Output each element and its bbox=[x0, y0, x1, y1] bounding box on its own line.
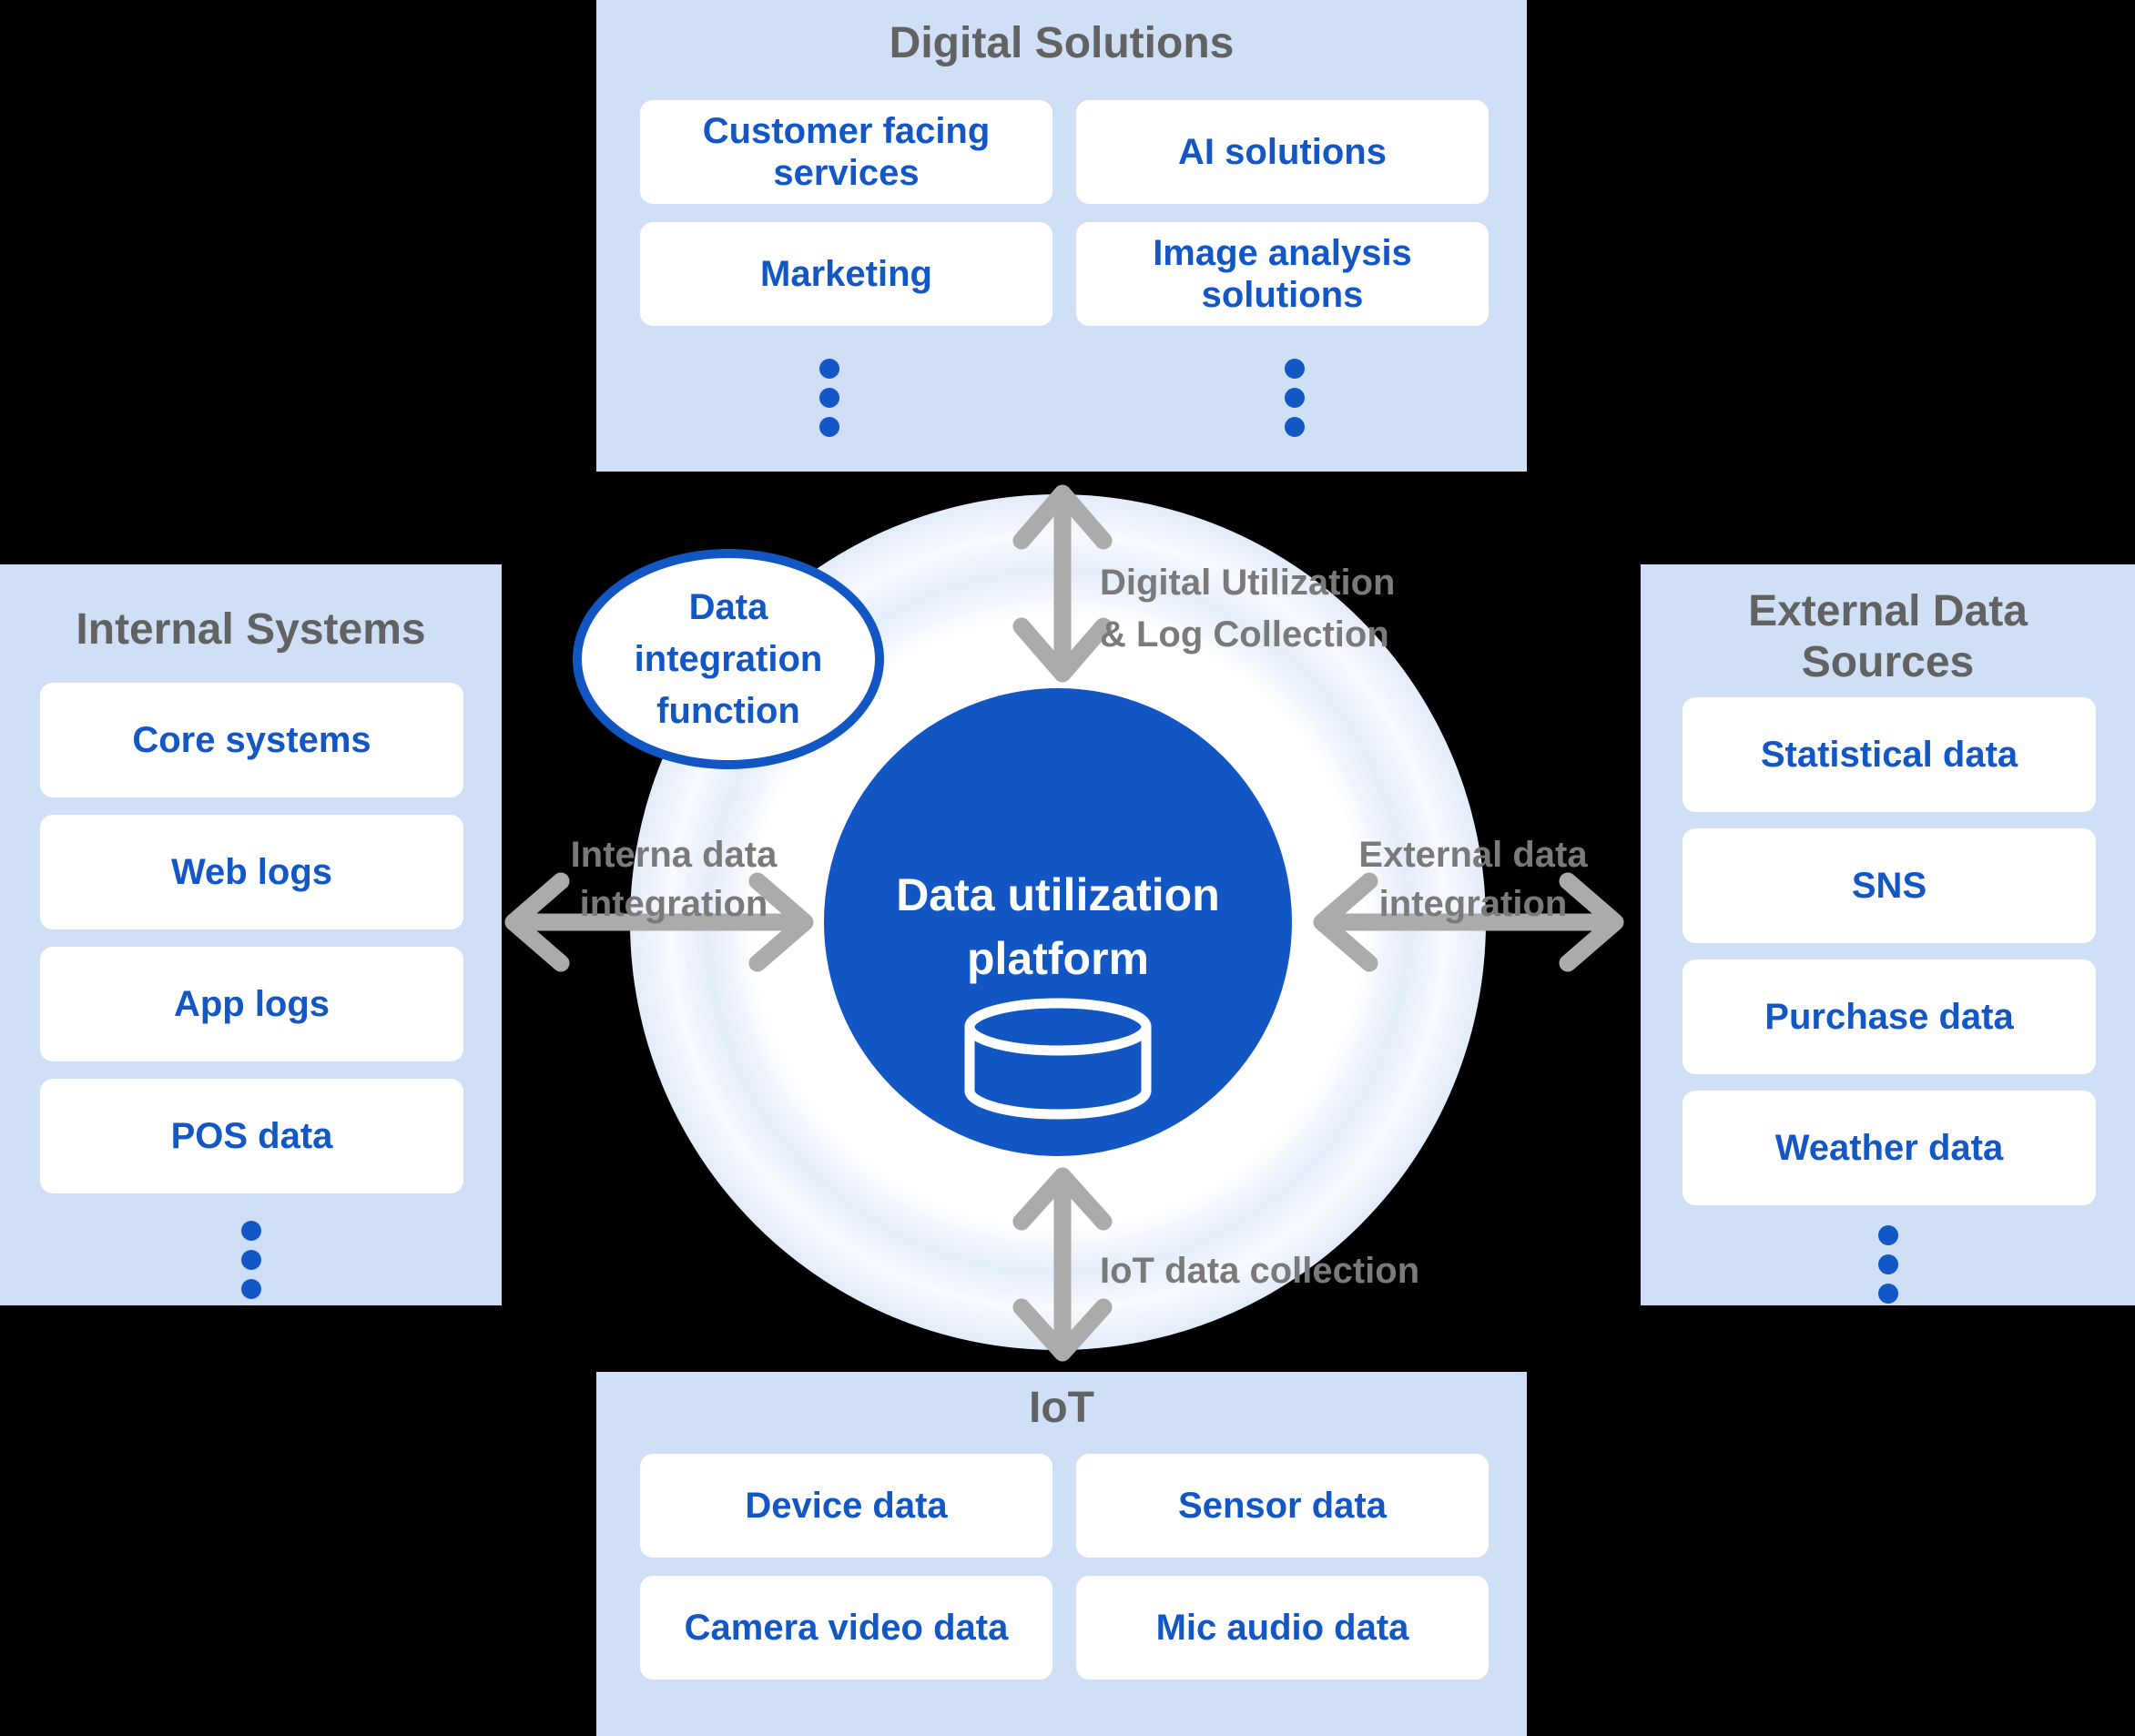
panel-title: External Data Sources bbox=[1748, 587, 2028, 686]
card-mic-audio-data: Mic audio data bbox=[1076, 1576, 1489, 1680]
label-line: Interna data bbox=[570, 835, 778, 875]
card-web-logs: Web logs bbox=[40, 815, 463, 929]
panel-external-data-sources: External Data Sources Statistical data S… bbox=[1641, 564, 2135, 1305]
card-app-logs: App logs bbox=[40, 947, 463, 1061]
ellipsis-icon bbox=[1641, 1225, 2135, 1304]
card-grid: Device data Sensor data Camera video dat… bbox=[640, 1454, 1489, 1680]
card-device-data: Device data bbox=[640, 1454, 1052, 1558]
panel-iot: IoT Device data Sensor data Camera video… bbox=[596, 1372, 1527, 1736]
label-line: & Log Collection bbox=[1100, 614, 1389, 655]
card-stack: Core systems Web logs App logs POS data bbox=[40, 683, 463, 1193]
card-marketing: Marketing bbox=[640, 222, 1052, 326]
card-camera-video-data: Camera video data bbox=[640, 1576, 1052, 1680]
data-utilization-platform-circle: Data utilization platform bbox=[824, 688, 1292, 1156]
card-weather-data: Weather data bbox=[1683, 1091, 2096, 1205]
panel-title: IoT bbox=[1029, 1384, 1094, 1432]
label-internal-data-integration: Interna data integration bbox=[510, 830, 838, 929]
card-grid: Customer facing services AI solutions Ma… bbox=[640, 100, 1489, 326]
ellipsis-icon bbox=[1062, 359, 1527, 437]
integration-label: Data integration function bbox=[634, 586, 823, 731]
card-pos-data: POS data bbox=[40, 1079, 463, 1193]
card-core-systems: Core systems bbox=[40, 683, 463, 797]
ellipsis-icon bbox=[0, 1221, 502, 1299]
card-sns: SNS bbox=[1683, 828, 2096, 943]
database-icon bbox=[964, 998, 1152, 1120]
ellipsis-row bbox=[596, 359, 1527, 437]
label-line: integration bbox=[579, 884, 768, 924]
panel-digital-solutions: Digital Solutions Customer facing servic… bbox=[596, 0, 1527, 472]
panel-title: Digital Solutions bbox=[889, 19, 1235, 67]
platform-label: Data utilization platform bbox=[896, 869, 1220, 984]
panel-title: Internal Systems bbox=[76, 605, 426, 654]
panel-internal-systems: Internal Systems Core systems Web logs A… bbox=[0, 564, 502, 1305]
label-digital-utilization: Digital Utilization & Log Collection bbox=[1100, 557, 1395, 661]
double-arrow-vertical-bottom-icon bbox=[1012, 1167, 1113, 1362]
label-line: integration bbox=[1378, 884, 1568, 924]
card-statistical-data: Statistical data bbox=[1683, 697, 2096, 812]
double-arrow-horizontal-right-icon bbox=[1313, 872, 1624, 972]
double-arrow-horizontal-left-icon bbox=[504, 872, 814, 972]
label-line: Digital Utilization bbox=[1100, 563, 1396, 603]
card-ai-solutions: AI solutions bbox=[1076, 100, 1489, 204]
card-customer-facing-services: Customer facing services bbox=[640, 100, 1052, 204]
ellipsis-icon bbox=[596, 359, 1062, 437]
label-line: IoT data collection bbox=[1100, 1251, 1420, 1291]
double-arrow-vertical-top-icon bbox=[1012, 484, 1113, 683]
card-image-analysis-solutions: Image analysis solutions bbox=[1076, 222, 1489, 326]
data-integration-function-ellipse: Data integration function bbox=[573, 549, 884, 769]
label-iot-data-collection: IoT data collection bbox=[1100, 1245, 1419, 1297]
card-sensor-data: Sensor data bbox=[1076, 1454, 1489, 1558]
card-purchase-data: Purchase data bbox=[1683, 959, 2096, 1074]
label-line: External data bbox=[1358, 835, 1588, 875]
label-external-data-integration: External data integration bbox=[1309, 830, 1637, 929]
card-stack: Statistical data SNS Purchase data Weath… bbox=[1683, 697, 2096, 1205]
